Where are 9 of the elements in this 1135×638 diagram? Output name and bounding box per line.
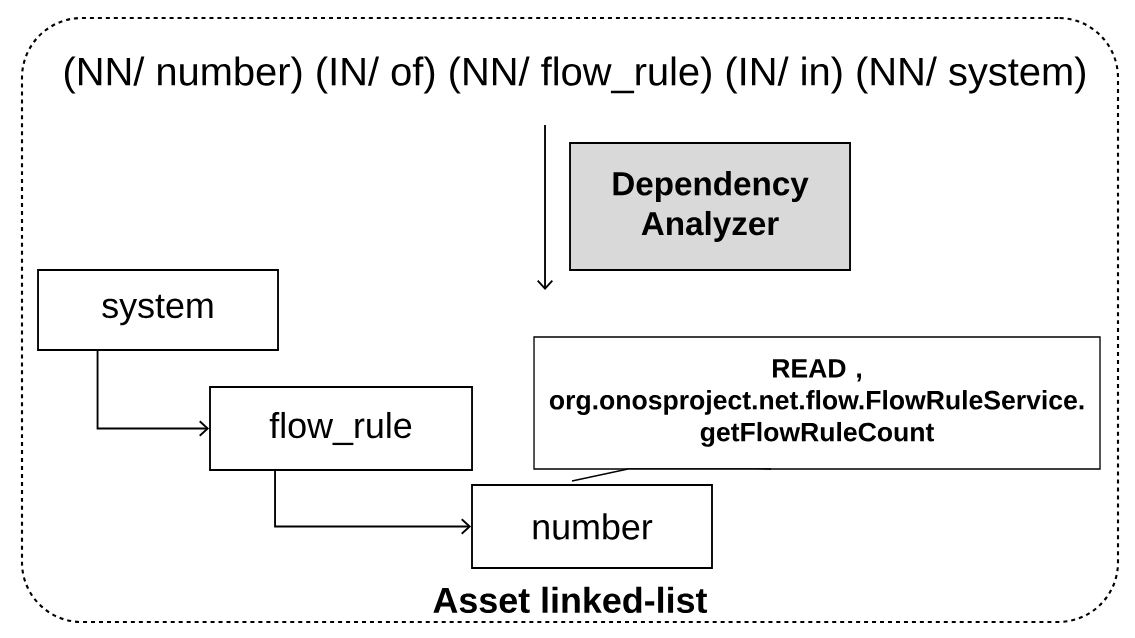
process-box: Dependency Analyzer bbox=[569, 142, 851, 271]
process-box: system bbox=[37, 269, 279, 351]
arrow bbox=[274, 470, 472, 535]
arrow bbox=[96, 350, 210, 437]
tagged-sentence: (NN/ number) (IN/ of) (NN/ flow_rule) (IN/ in) (NN/ system) bbox=[64, 56, 1085, 94]
arrow bbox=[536, 124, 554, 290]
process-box: number bbox=[471, 484, 713, 569]
process-box: flow_rule bbox=[209, 386, 473, 471]
callout-box: READ , org.onosproject.net.flow.FlowRuleService. getFlowRuleCount bbox=[533, 336, 1101, 482]
